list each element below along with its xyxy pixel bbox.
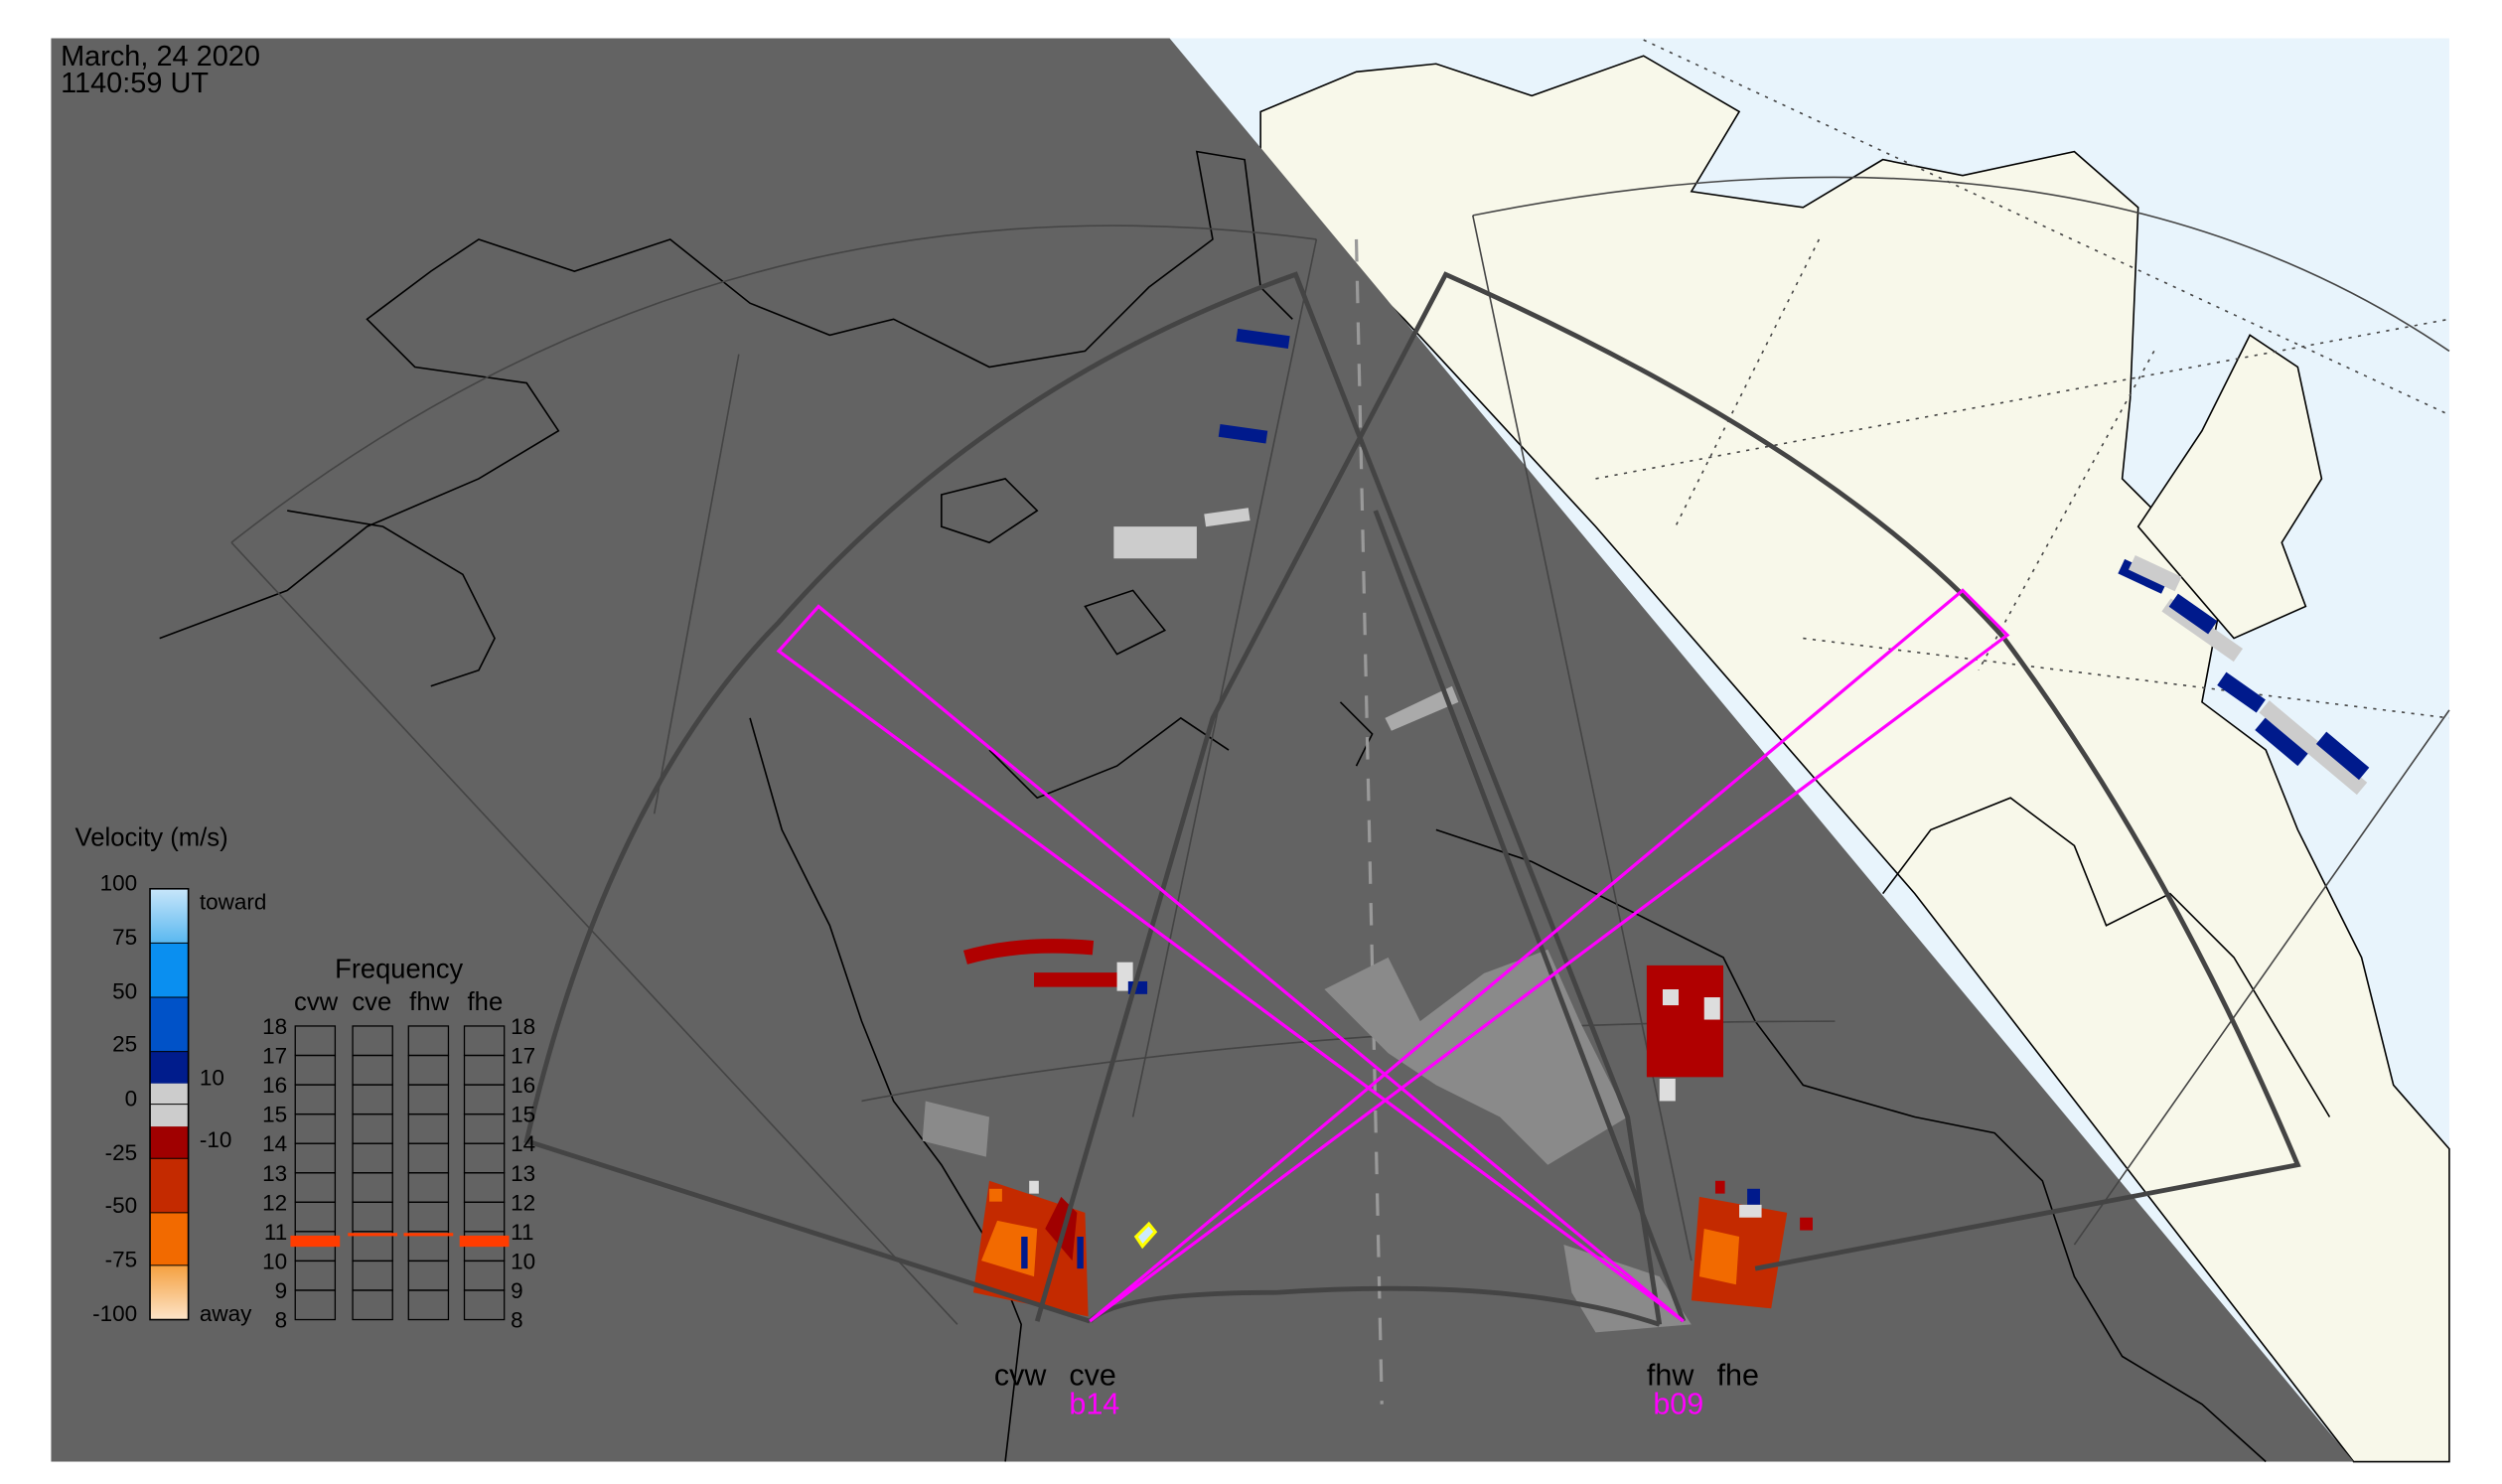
freq-col-label: cve xyxy=(352,988,391,1016)
frequency-bar-cvw xyxy=(290,1235,341,1248)
frequency-tick: 18 xyxy=(511,1014,535,1039)
ionospheric-scatter-echoes xyxy=(962,328,2370,1102)
velocity-legend: Velocity (m/s) 100 75 50 25 0 -25 -50 -7… xyxy=(75,823,267,1326)
frequency-tick: 13 xyxy=(262,1161,287,1186)
toward-label: toward xyxy=(200,890,267,915)
frequency-tick: 17 xyxy=(262,1044,287,1069)
frequency-tick: 8 xyxy=(511,1308,523,1333)
velocity-tick: -25 xyxy=(105,1140,137,1165)
site-label-cve: cve xyxy=(1069,1358,1116,1392)
frequency-tick: 11 xyxy=(264,1220,287,1245)
site-label-fhe: fhe xyxy=(1717,1358,1759,1392)
site-label-cvw: cvw xyxy=(994,1358,1048,1392)
frequency-tick: 18 xyxy=(262,1014,287,1039)
frequency-legend: Frequency cvw cve fhw fhe 18 18 17 17 16 16 15… xyxy=(262,954,535,1333)
land-mass-east xyxy=(2136,334,2323,640)
frequency-tick: 16 xyxy=(511,1073,535,1098)
frequency-tick: 15 xyxy=(262,1103,287,1127)
freq-col-label: fhw xyxy=(409,988,449,1016)
gs-lower-label: -10 xyxy=(200,1127,232,1152)
freq-col-label: fhe xyxy=(468,988,504,1016)
beam-label-fh: b09 xyxy=(1653,1387,1703,1420)
velocity-tick: -75 xyxy=(105,1248,137,1272)
site-label-fhw: fhw xyxy=(1647,1358,1694,1392)
velocity-tick: 100 xyxy=(100,870,138,895)
dashed-meridian xyxy=(1354,238,1384,1405)
frequency-cell xyxy=(294,1025,337,1057)
velocity-tick: 0 xyxy=(125,1086,138,1111)
frequency-tick: 9 xyxy=(275,1278,288,1303)
frequency-tick: 10 xyxy=(262,1249,287,1273)
velocity-tick: 50 xyxy=(112,979,137,1004)
beam-fh-b09 xyxy=(776,604,1685,1323)
fields-of-view xyxy=(523,271,2301,1327)
frequency-legend-title: Frequency xyxy=(335,954,463,984)
frequency-tick: 16 xyxy=(262,1073,287,1098)
time-label: 1140:59 UT xyxy=(61,68,209,99)
frequency-tick: 13 xyxy=(511,1161,535,1186)
frequency-tick: 12 xyxy=(511,1190,535,1215)
beam-cv-b14 xyxy=(1089,588,2010,1323)
frequency-cell xyxy=(407,1025,450,1057)
frequency-tick: 17 xyxy=(511,1044,535,1069)
date-label: March, 24 2020 xyxy=(61,41,260,73)
velocity-tick: 75 xyxy=(112,925,137,950)
beam-label-cv: b14 xyxy=(1069,1387,1119,1420)
velocity-legend-title: Velocity (m/s) xyxy=(75,823,228,851)
frequency-tick: 14 xyxy=(511,1131,535,1156)
frequency-cell xyxy=(352,1025,393,1057)
frequency-bar-fhw xyxy=(403,1233,454,1237)
frequency-tick: 9 xyxy=(511,1278,523,1303)
frequency-tick: 12 xyxy=(262,1190,287,1215)
velocity-tick: -50 xyxy=(105,1193,137,1218)
velocity-tick: -100 xyxy=(92,1301,137,1326)
frequency-tick: 15 xyxy=(511,1103,535,1127)
frequency-bar-cve xyxy=(348,1233,398,1237)
coastlines xyxy=(159,150,2331,1463)
gs-upper-label: 10 xyxy=(200,1065,224,1090)
velocity-tick: 25 xyxy=(112,1032,137,1057)
frequency-tick: 11 xyxy=(511,1220,533,1245)
frequency-tick: 10 xyxy=(511,1249,535,1273)
frequency-tick: 14 xyxy=(262,1131,287,1156)
frequency-tick: 8 xyxy=(275,1308,288,1333)
frequency-cell xyxy=(463,1025,506,1057)
freq-col-label: cvw xyxy=(294,988,339,1016)
away-label: away xyxy=(200,1301,252,1326)
frequency-bar-fhe xyxy=(459,1235,510,1248)
